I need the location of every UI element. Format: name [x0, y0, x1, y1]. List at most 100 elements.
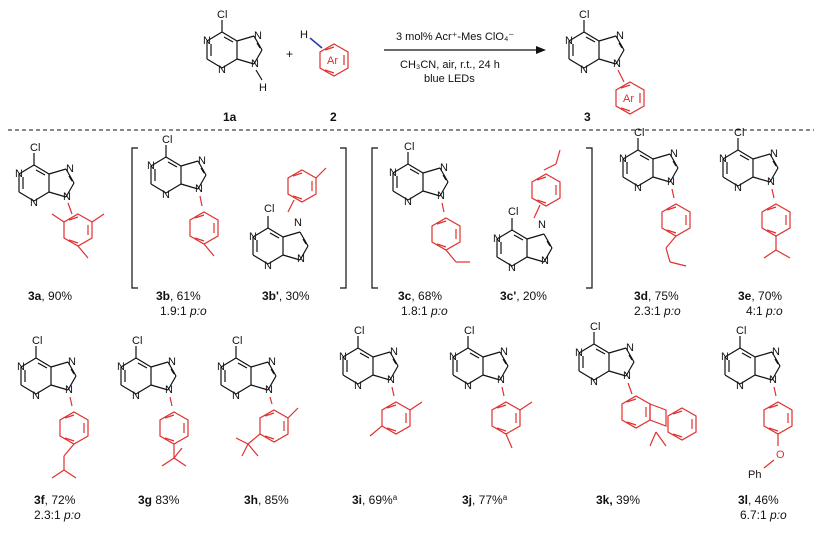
svg-text:N: N — [251, 58, 259, 70]
reaction-arrow: 3 mol% Acr⁺-Mes ClO₄⁻ CH₃CN, air, r.t., … — [384, 31, 546, 85]
svg-text:Cl: Cl — [132, 335, 142, 347]
product-3a: Cl N N N N — [15, 142, 105, 259]
product-3f: Cl N N N N — [17, 335, 89, 479]
caption-3e: 3e, 70% — [738, 289, 782, 303]
svg-text:N: N — [254, 30, 262, 42]
svg-text:N: N — [736, 380, 744, 392]
svg-text:N: N — [404, 196, 412, 208]
condition-catalyst: 3 mol% Acr⁺-Mes ClO₄⁻ — [396, 31, 514, 43]
product-3l: Cl N N N N O Ph — [721, 325, 793, 481]
caption-3k: 3k, 39% — [596, 493, 640, 507]
svg-text:N: N — [218, 64, 226, 76]
product-3k: Cl N N N N — [575, 321, 697, 447]
svg-text:N: N — [538, 219, 546, 231]
condition-light: blue LEDs — [424, 73, 475, 85]
svg-text:N: N — [387, 374, 395, 386]
svg-text:N: N — [147, 160, 155, 172]
ratio-3l: 6.7:1 p:o — [740, 508, 787, 522]
svg-text:N: N — [493, 233, 501, 245]
svg-text:N: N — [232, 390, 240, 402]
svg-text:Cl: Cl — [162, 134, 172, 146]
svg-text:N: N — [249, 231, 257, 243]
svg-text:N: N — [162, 189, 170, 201]
svg-text:N: N — [440, 162, 448, 174]
svg-text:Cl: Cl — [734, 127, 744, 139]
caption-3h: 3h, 85% — [244, 493, 289, 507]
svg-text:N: N — [390, 346, 398, 358]
svg-text:N: N — [580, 64, 588, 76]
condition-solvent: CH₃CN, air, r.t., 24 h — [400, 59, 500, 71]
svg-text:N: N — [65, 384, 73, 396]
product-3e: Cl N N N N — [719, 127, 791, 259]
svg-text:Cl: Cl — [736, 325, 746, 337]
product-3c-prime: Cl N N N N — [493, 149, 561, 274]
svg-text:N: N — [63, 191, 71, 203]
svg-text:N: N — [268, 356, 276, 368]
svg-text:N: N — [772, 346, 780, 358]
bracket-3b — [131, 147, 347, 289]
svg-text:Cl: Cl — [634, 127, 644, 139]
svg-text:Cl: Cl — [464, 325, 474, 337]
svg-text:Ar: Ar — [623, 93, 634, 105]
product-3d: Cl N N N N — [619, 127, 691, 267]
svg-text:N: N — [670, 148, 678, 160]
svg-text:Ph: Ph — [748, 469, 761, 481]
svg-text:N: N — [734, 182, 742, 194]
svg-text:Cl: Cl — [579, 9, 589, 21]
svg-text:Cl: Cl — [354, 325, 364, 337]
svg-text:N: N — [217, 361, 225, 373]
svg-text:Cl: Cl — [32, 335, 42, 347]
caption-3c: 3c, 68% — [398, 289, 442, 303]
caption-3b-prime: 3b', 30% — [262, 289, 310, 303]
svg-text:Cl: Cl — [264, 203, 274, 215]
svg-text:N: N — [195, 183, 203, 195]
caption-3d: 3d, 75% — [634, 289, 679, 303]
ratio-3c: 1.8:1 p:o — [401, 304, 448, 318]
svg-text:N: N — [30, 197, 38, 209]
reactant-2: H Ar 2 — [300, 29, 349, 124]
product-3b-prime: Cl N N N N — [249, 167, 327, 272]
product-3b: Cl N N N N — [147, 134, 219, 257]
ratio-3b: 1.9:1 p:o — [160, 304, 207, 318]
svg-text:N: N — [634, 182, 642, 194]
ratio-3d: 2.3:1 p:o — [634, 304, 681, 318]
svg-text:N: N — [590, 376, 598, 388]
reactant-1a: Cl N N N N H 1a — [203, 9, 267, 124]
svg-text:Ar: Ar — [327, 55, 338, 67]
svg-text:Cl: Cl — [508, 206, 518, 218]
svg-text:N: N — [203, 35, 211, 47]
svg-text:N: N — [165, 384, 173, 396]
svg-text:N: N — [339, 351, 347, 363]
label-1a: 1a — [223, 110, 237, 124]
product-3g: Cl N N N N — [117, 335, 189, 467]
svg-text:N: N — [769, 374, 777, 386]
svg-text:N: N — [500, 346, 508, 358]
svg-text:N: N — [17, 361, 25, 373]
product-3c: Cl N N N N — [389, 141, 470, 263]
svg-text:N: N — [264, 260, 272, 272]
svg-text:N: N — [667, 176, 675, 188]
svg-text:N: N — [198, 155, 206, 167]
svg-text:N: N — [66, 163, 74, 175]
svg-text:Cl: Cl — [217, 9, 227, 21]
svg-text:N: N — [770, 148, 778, 160]
plus-sign: + — [286, 47, 293, 61]
svg-text:H: H — [300, 29, 308, 41]
svg-text:N: N — [449, 351, 457, 363]
svg-text:N: N — [616, 30, 624, 42]
caption-3f: 3f, 72% — [34, 493, 76, 507]
svg-text:N: N — [626, 342, 634, 354]
product-3i: Cl N N N N — [339, 325, 423, 437]
ratio-3e: 4:1 p:o — [746, 304, 783, 318]
svg-text:N: N — [265, 384, 273, 396]
svg-text:Cl: Cl — [232, 335, 242, 347]
product-3j: Cl N N N N — [449, 325, 533, 449]
svg-text:N: N — [437, 190, 445, 202]
svg-text:N: N — [297, 253, 305, 265]
product-3h: Cl N N N N — [217, 335, 299, 457]
ratio-3f: 2.3:1 p:o — [34, 508, 81, 522]
svg-text:N: N — [575, 347, 583, 359]
svg-text:Cl: Cl — [590, 321, 600, 333]
svg-text:N: N — [619, 153, 627, 165]
